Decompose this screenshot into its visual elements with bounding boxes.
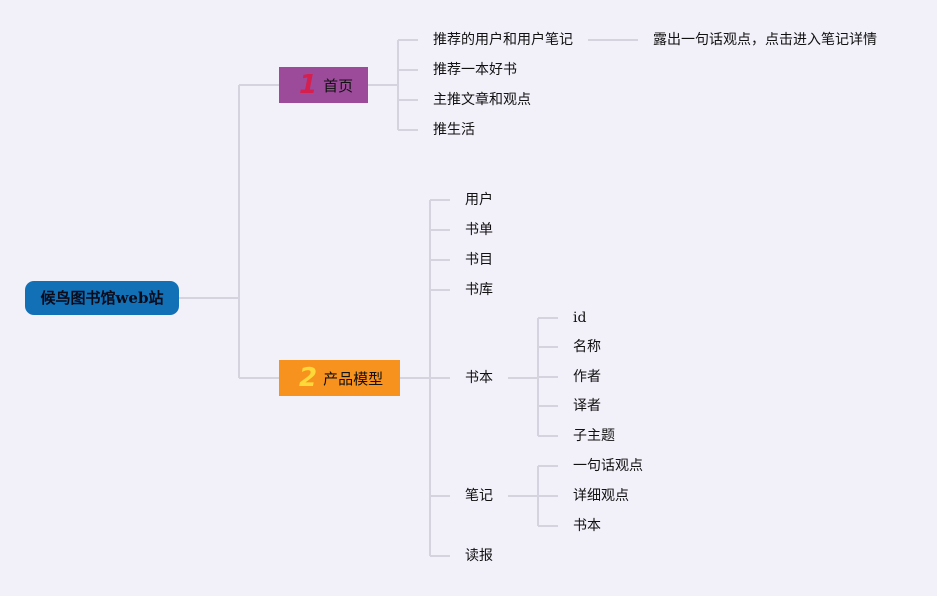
node-book-subtopic[interactable]: 子主题 (573, 428, 615, 444)
node-note-book[interactable]: 书本 (573, 518, 601, 534)
node-book-translator[interactable]: 译者 (573, 398, 601, 414)
node-book-author[interactable]: 作者 (573, 369, 601, 385)
node-promote-life[interactable]: 推生活 (433, 122, 475, 138)
connector-note-children (508, 465, 558, 527)
node-recommended-users-notes-detail[interactable]: 露出一句话观点，点击进入笔记详情 (653, 32, 877, 48)
node-book-id[interactable]: id (573, 310, 587, 326)
node-recommend-good-book[interactable]: 推荐一本好书 (433, 62, 517, 78)
node-user[interactable]: 用户 (465, 192, 493, 208)
branch-product-model[interactable]: 2 产品模型 (279, 360, 400, 396)
branch-homepage-label: 首页 (323, 76, 354, 95)
connector-book-children (508, 317, 558, 437)
connector-model-items (400, 199, 450, 557)
node-featured-articles[interactable]: 主推文章和观点 (433, 92, 531, 108)
branch-homepage[interactable]: 1 首页 (279, 67, 368, 103)
connector-root-trunk (179, 84, 279, 379)
node-note-one-liner[interactable]: 一句话观点 (573, 458, 643, 474)
node-book-name[interactable]: 名称 (573, 339, 601, 355)
branch-number-1: 1 (299, 70, 318, 100)
node-note-detailed-view[interactable]: 详细观点 (573, 488, 629, 504)
root-node[interactable]: 候鸟图书馆web站 (25, 281, 179, 315)
node-catalog[interactable]: 书目 (465, 252, 493, 268)
node-booklist[interactable]: 书单 (465, 222, 493, 238)
branch-product-model-label: 产品模型 (323, 369, 384, 388)
node-library[interactable]: 书库 (465, 282, 493, 298)
node-book[interactable]: 书本 (465, 370, 493, 386)
node-note[interactable]: 笔记 (465, 488, 493, 504)
node-recommended-users-notes[interactable]: 推荐的用户和用户笔记 (433, 32, 573, 48)
connector-homepage-items (368, 39, 418, 131)
branch-number-2: 2 (299, 363, 318, 393)
node-newspaper[interactable]: 读报 (465, 548, 493, 564)
